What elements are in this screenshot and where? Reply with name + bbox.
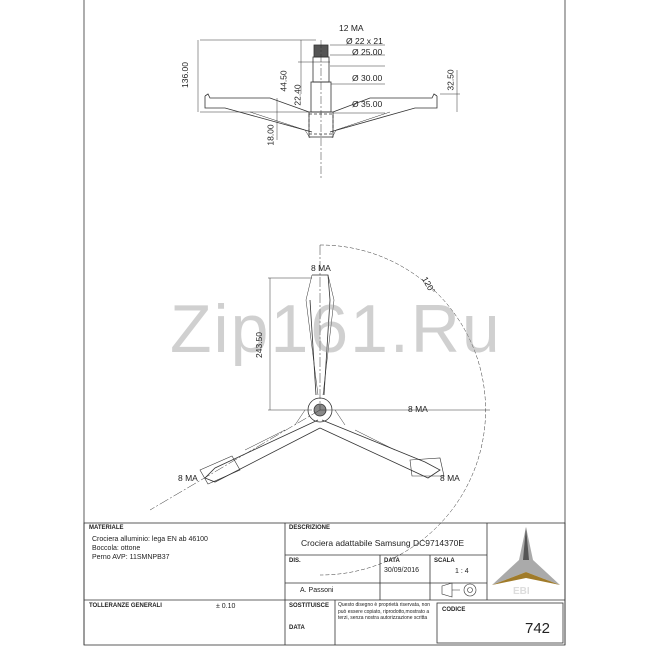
- ebi-logo: [492, 527, 560, 585]
- materiale-line: Perno AVP: 11SMNPB37: [92, 554, 170, 561]
- dim-spline: Ø 22 x 21: [346, 36, 383, 46]
- dim-44: 44.50: [278, 70, 289, 92]
- data-label: DATA: [384, 558, 400, 564]
- materiale-label: MATERIALE: [89, 525, 124, 531]
- dim-ma-center: 8 MA: [408, 404, 428, 414]
- logo-text: EBI: [513, 586, 530, 597]
- descrizione-label: DESCRIZIONE: [289, 525, 331, 531]
- dis-value: A. Passoni: [300, 587, 334, 594]
- scala-label: SCALA: [434, 558, 455, 564]
- dim-ma-top: 8 MA: [311, 263, 331, 273]
- dis-label: DIS.: [289, 558, 301, 564]
- watermark: Zip161.Ru: [170, 291, 502, 367]
- tolleranze-value: ± 0.10: [216, 603, 236, 610]
- dim-32: 32.50: [445, 69, 456, 91]
- data2-label: DATA: [289, 625, 305, 631]
- dim-d35: Ø 35.00: [352, 99, 383, 109]
- dim-d25: Ø 25.00: [352, 47, 383, 57]
- dim-18: 18.00: [265, 124, 276, 146]
- dim-ma-left: 8 MA: [178, 473, 198, 483]
- sostituisce-label: SOSTITUISCE: [289, 603, 330, 609]
- tolleranze-label: TOLLERANZE GENERALI: [89, 603, 162, 609]
- dim-136: 136.00: [180, 62, 190, 88]
- dim-243: 243.50: [254, 332, 264, 358]
- codice-value: 742: [525, 620, 551, 637]
- dim-d30: Ø 30.00: [352, 73, 383, 83]
- dim-ma-right: 8 MA: [440, 473, 460, 483]
- ownership-notice: Questo disegno è proprietà riservata, no…: [338, 602, 430, 621]
- title-block-lines: [83, 522, 566, 646]
- dim-22: 22.40: [292, 84, 303, 106]
- materiale-line: Boccola: ottone: [92, 545, 141, 552]
- scala-value: 1 : 4: [455, 568, 469, 575]
- codice-label: CODICE: [442, 607, 466, 613]
- shaft-side-view: [197, 39, 460, 180]
- descrizione-value: Crociera adattabile Samsung DC9714370E: [301, 538, 465, 548]
- materiale-line: Crociera alluminio: lega EN ab 46100: [92, 536, 208, 543]
- dim-thread: 12 MA: [339, 23, 364, 33]
- data-value: 30/09/2016: [384, 567, 420, 574]
